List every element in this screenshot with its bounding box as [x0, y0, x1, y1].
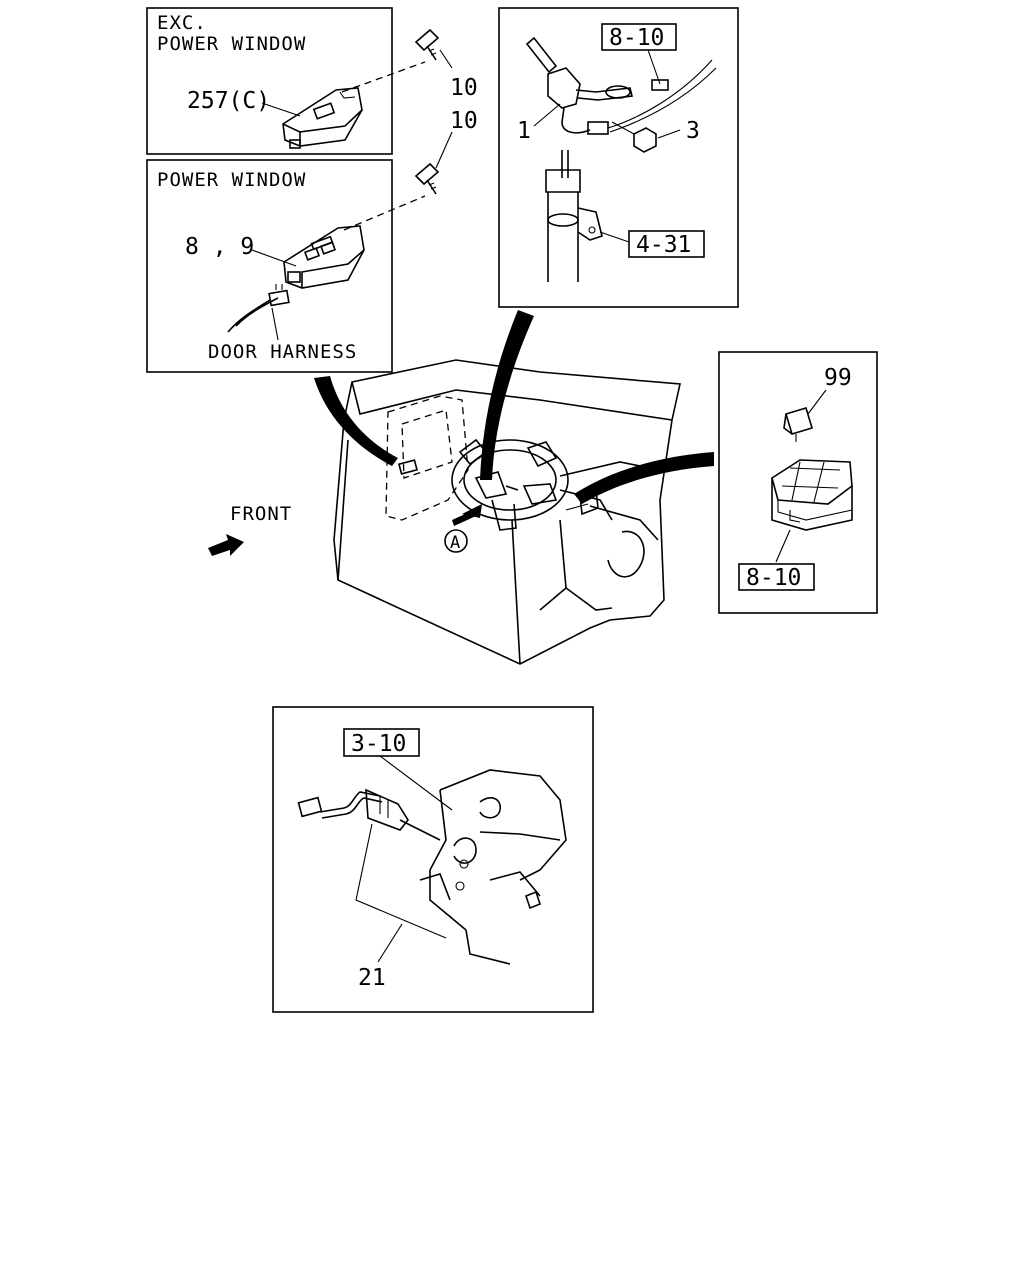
part-label-8-9: 8 , 9: [185, 234, 254, 260]
leader-8-9: [251, 249, 297, 267]
callout-screw-upper: 10: [450, 75, 478, 101]
bolt-icon: [611, 121, 657, 153]
dashboard-main-view: [333, 359, 681, 665]
front-label: FRONT: [230, 503, 292, 525]
panel-relay-box: 99 8-10: [718, 351, 878, 614]
pointer-power-window: [314, 376, 398, 466]
door-harness-connector-icon: [227, 284, 290, 333]
panel-power-window: POWER WINDOW 8 , 9 DOOR HARNESS: [146, 159, 426, 373]
part-label-257c: 257(C): [187, 88, 270, 114]
leader-part-99: [807, 389, 827, 415]
ref-box-bottom: [628, 230, 705, 258]
ref-box: [738, 563, 815, 591]
pointer-relay-box: [574, 452, 714, 504]
view-arrow-icon: [452, 504, 482, 526]
pedal-bracket-icon: [419, 769, 567, 965]
leader-ref-3-10: [379, 755, 453, 811]
part-label-3: 3: [686, 118, 700, 144]
front-arrow-icon: [208, 534, 244, 556]
relay-block-icon: [771, 459, 853, 531]
leader-screw-lower: [435, 131, 453, 169]
part-label-1: 1: [517, 118, 531, 144]
screw-upper-icon: [414, 28, 440, 61]
callout-screw-lower: 10: [450, 108, 478, 134]
leader-part-1: [533, 103, 561, 127]
panel-frame: [272, 706, 594, 1013]
view-marker-label: A: [450, 533, 460, 553]
pointer-steering-column: [480, 310, 534, 480]
brake-switch-icon: [297, 788, 441, 841]
dashed-leader-screw-lower: [343, 195, 426, 231]
switch-cover-icon: [282, 87, 363, 149]
panel-title-line2: POWER WINDOW: [157, 33, 306, 55]
ref-box: [343, 728, 420, 757]
ref-label-4-31: 4-31: [636, 232, 691, 258]
door-harness-label: DOOR HARNESS: [208, 341, 357, 363]
leader-part-3: [657, 129, 681, 139]
part-label-99: 99: [824, 365, 852, 391]
leader-ref-8-10: [775, 529, 791, 563]
view-marker-a: A: [444, 529, 468, 553]
steering-column-icon: [545, 150, 603, 282]
screw-lower-icon: [414, 162, 440, 195]
leader-ref-bottom: [599, 231, 630, 243]
relay-icon: [783, 407, 813, 442]
ref-label-8-10: 8-10: [746, 565, 801, 591]
ref-label-8-10-top: 8-10: [609, 25, 664, 51]
panel-pedal-switch: 3-10 21: [272, 706, 594, 1013]
ref-label-3-10: 3-10: [351, 731, 406, 757]
power-window-switch-icon: [283, 225, 365, 289]
leader-bracket-21: [355, 823, 447, 939]
panel-title: POWER WINDOW: [157, 169, 306, 191]
panel-title-line1: EXC.: [157, 12, 207, 34]
ref-box-top: [601, 23, 677, 51]
panel-exc-power-window: EXC. POWER WINDOW 257(C): [146, 7, 426, 155]
panel-steering-column: 8-10 1 3: [498, 7, 739, 308]
dashed-leader-screw-upper: [341, 61, 426, 93]
leader-257c: [261, 102, 301, 117]
leader-door-harness: [271, 307, 279, 341]
leader-screw-upper: [439, 49, 453, 69]
part-label-21: 21: [358, 965, 386, 991]
combination-switch-icon: [525, 36, 717, 135]
leader-ref-top: [647, 49, 661, 85]
panel-frame: [146, 159, 393, 373]
leader-part-21: [377, 923, 403, 963]
